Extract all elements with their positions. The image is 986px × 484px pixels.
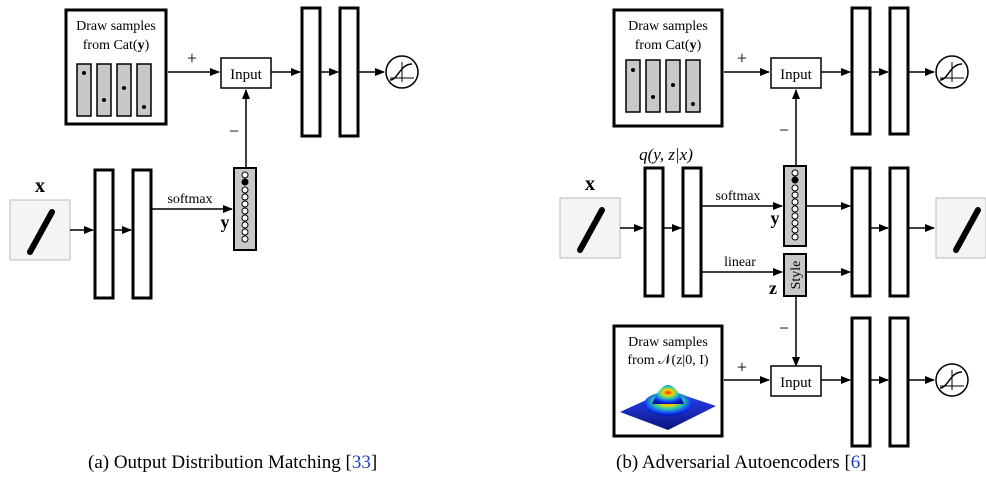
panel-a: Draw samples from Cat(y) + Input bbox=[9, 6, 419, 300]
plus-sign-bottom: + bbox=[737, 357, 747, 377]
discriminator-layer-2 bbox=[338, 6, 360, 138]
input-box bbox=[220, 57, 272, 89]
sigmoid-icon bbox=[385, 55, 419, 89]
caption-b: (b) Adversarial Autoencoders [6] bbox=[616, 452, 867, 473]
encoder-layer-1 bbox=[93, 168, 115, 300]
citation-link-a[interactable]: 33 bbox=[351, 452, 371, 473]
cat-sample-columns bbox=[76, 63, 152, 117]
softmax-label-b: softmax bbox=[715, 189, 760, 204]
decoder-layer-2 bbox=[888, 166, 910, 298]
gauss-discriminator-layer-2 bbox=[888, 316, 910, 448]
citation-link-b[interactable]: 6 bbox=[850, 452, 861, 473]
x-label: x bbox=[35, 175, 45, 197]
draw-cat-b-line2: from Cat(y) bbox=[635, 38, 702, 53]
caption-a: (a) Output Distribution Matching [33] bbox=[88, 452, 378, 473]
z-label: z bbox=[769, 278, 777, 298]
minus-sign: − bbox=[229, 121, 239, 141]
sigmoid-icon-top bbox=[935, 55, 969, 89]
plus-sign-top: + bbox=[737, 48, 747, 68]
input-bottom-label: Input bbox=[780, 375, 812, 391]
minus-sign-top: − bbox=[779, 120, 789, 140]
style-label: Style bbox=[789, 261, 804, 290]
input-digit-image bbox=[9, 199, 71, 261]
encoder-layer-2 bbox=[131, 168, 153, 300]
input-label: Input bbox=[230, 67, 262, 83]
input-box-bottom bbox=[770, 365, 822, 397]
linear-label: linear bbox=[724, 255, 756, 270]
gaussian-surface-image bbox=[620, 385, 716, 430]
draw-gauss-line2: from 𝒩(z|0, I) bbox=[627, 353, 708, 368]
minus-sign-bottom: − bbox=[779, 318, 789, 338]
y-softmax-vector bbox=[233, 167, 257, 251]
encoder-label: q(y, z|x) bbox=[639, 145, 693, 164]
input-top-label: Input bbox=[780, 67, 812, 83]
y-label: y bbox=[221, 212, 230, 232]
draw-cat-line2: from Cat(y) bbox=[83, 38, 150, 53]
softmax-label: softmax bbox=[167, 192, 212, 207]
draw-gauss-line1: Draw samples bbox=[628, 335, 708, 350]
y-label-b: y bbox=[771, 208, 780, 228]
ae-encoder-layer-1 bbox=[643, 166, 665, 298]
ae-encoder-layer-2 bbox=[681, 166, 703, 298]
gauss-discriminator-layer-1 bbox=[850, 316, 872, 448]
draw-cat-b-line1: Draw samples bbox=[628, 19, 708, 34]
cat-sample-columns-b bbox=[625, 59, 701, 113]
x-label-b: x bbox=[585, 173, 595, 195]
cat-discriminator-layer-2 bbox=[888, 6, 910, 136]
panel-b: Draw samples from Cat(y) + Input − bbox=[559, 6, 986, 448]
draw-cat-line1: Draw samples bbox=[76, 19, 156, 34]
reconstruction-digit-image bbox=[935, 197, 986, 259]
discriminator-layer-1 bbox=[300, 6, 322, 138]
plus-sign: + bbox=[187, 48, 197, 68]
decoder-layer-1 bbox=[850, 166, 872, 298]
sigmoid-icon-bottom bbox=[935, 363, 969, 397]
y-softmax-vector-b bbox=[783, 165, 807, 247]
style-box bbox=[783, 253, 807, 297]
input-box-top bbox=[770, 57, 822, 89]
input-digit-image-b bbox=[559, 197, 621, 259]
cat-discriminator-layer-1 bbox=[850, 6, 872, 136]
